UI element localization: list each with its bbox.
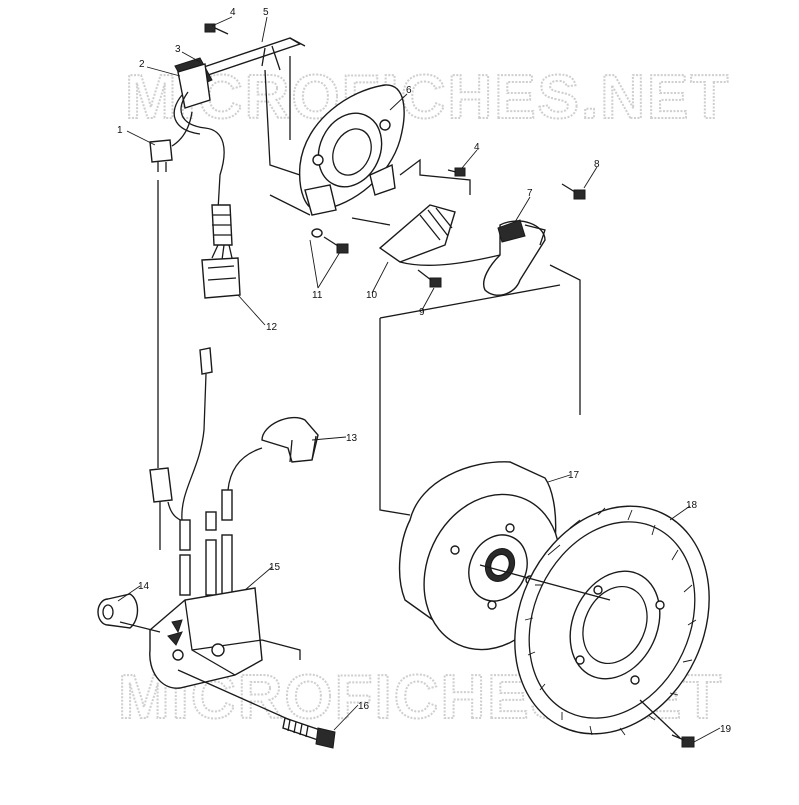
callout-9: 9 [419,307,425,318]
screw-19 [671,734,695,748]
callout-7: 7 [527,188,533,199]
bolt-16 [282,717,336,749]
callout-13: 13 [346,433,358,444]
watermark-top: MICROFICHES.NET [125,63,730,132]
screw-8 [561,183,586,200]
callout-4-mid: 4 [474,142,480,153]
callout-11: 11 [312,290,323,301]
cooling-fan [514,505,710,736]
callout-8: 8 [594,159,600,170]
callout-10: 10 [366,290,378,301]
callout-2: 2 [139,59,145,70]
callout-17: 17 [568,470,580,481]
cdi-box [149,587,263,689]
callout-1: 1 [117,125,123,136]
callout-3: 3 [175,44,181,55]
callout-labels: 1 2 3 4 5 6 4 8 7 10 11 9 12 13 14 15 16… [117,7,732,735]
trigger-coil [351,204,501,266]
callout-14: 14 [138,581,150,592]
screw-9 [417,269,442,288]
callout-4-top: 4 [230,7,236,18]
callout-16: 16 [358,701,370,712]
callout-18: 18 [686,500,698,511]
wiring-harness [149,37,306,299]
screws-11 [311,228,349,254]
assembly-lines [119,56,681,739]
leader-lines [117,16,721,743]
ignition-wires [149,347,233,596]
screw-4-top [204,23,229,35]
spacer-14 [97,593,139,629]
screw-4-mid [447,167,466,177]
callout-5: 5 [263,7,269,18]
spark-plug-cap [227,416,319,491]
callout-6: 6 [406,85,412,96]
callout-15: 15 [269,562,281,573]
callout-12: 12 [266,322,278,333]
stator-plate [298,84,405,216]
lighting-coil [483,219,546,296]
callout-19: 19 [720,724,732,735]
